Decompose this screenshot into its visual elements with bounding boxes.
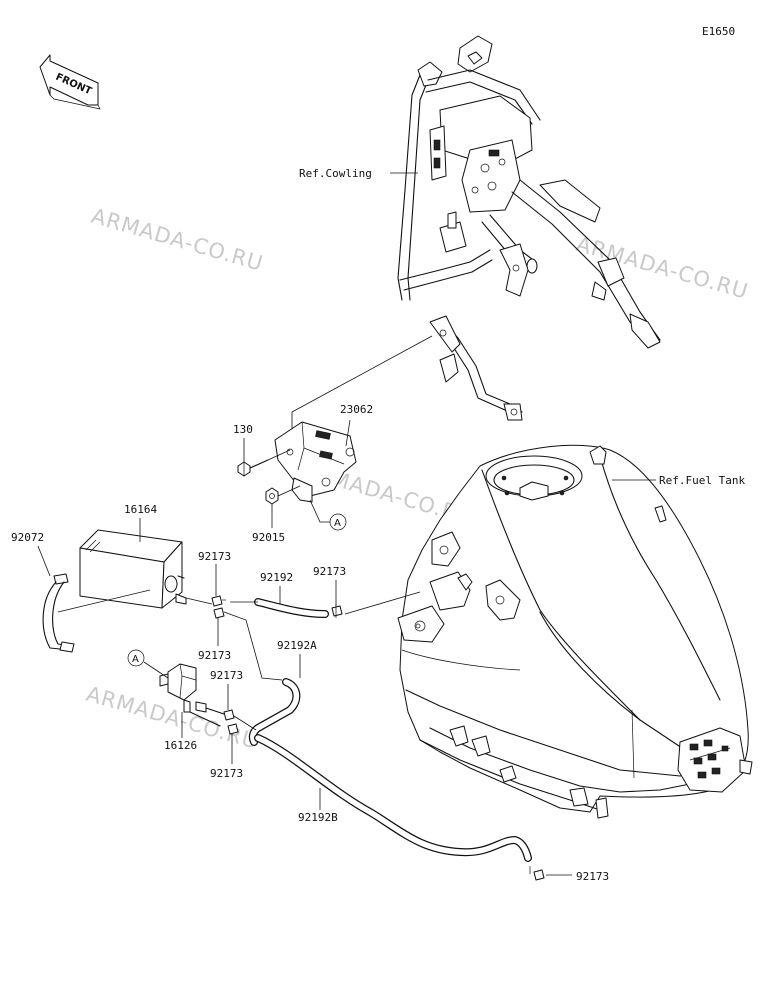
marker-a-lower: A: [127, 649, 169, 679]
marker-a-upper: A: [309, 499, 347, 531]
part-23062-label: 23062: [340, 403, 373, 416]
part-92173-b-label: 92173: [313, 565, 346, 578]
canister-strap: [42, 573, 75, 653]
clamp-92173-f: [529, 866, 545, 881]
clamp-92173-e: [227, 723, 239, 735]
marker-a-lower-label: A: [132, 654, 139, 665]
part-92192B-label: 92192B: [298, 811, 338, 824]
diagram-code: E1650: [702, 25, 735, 38]
hose-92192a: [248, 678, 301, 746]
part-92173-f-label: 92173: [576, 870, 609, 883]
part-92173-c-label: 92173: [198, 649, 231, 662]
part-92173-e-label: 92173: [210, 767, 243, 780]
front-arrow-icon: FRONT: [39, 54, 101, 110]
hose-92192b: [254, 734, 532, 862]
charcoal-canister: [79, 529, 187, 609]
nut-92015: [265, 487, 279, 505]
part-92015-label: 92015: [252, 531, 285, 544]
bolt-130: [237, 459, 269, 477]
hose-92192: [254, 598, 329, 618]
fuel-tank: [397, 444, 753, 819]
part-92173-d-label: 92173: [210, 669, 243, 682]
part-16164-label: 16164: [124, 503, 157, 516]
ref-cowling-label: Ref.Cowling: [299, 167, 372, 180]
clamp-92173-c: [213, 607, 225, 619]
part-92072-label: 92072: [11, 531, 44, 544]
watermark-1: ARMADA-CO.RU: [89, 204, 266, 276]
frame-to-bracket-leader: [291, 335, 433, 436]
part-16126-label: 16126: [164, 739, 197, 752]
cowling-stay-frame: [397, 35, 661, 421]
marker-a-upper-label: A: [334, 518, 341, 529]
clamp-92173-a: [211, 595, 226, 607]
ref-fuel-tank-label: Ref.Fuel Tank: [659, 474, 745, 487]
canister-bracket: [274, 421, 357, 503]
part-92192-label: 92192: [260, 571, 293, 584]
part-130-label: 130: [233, 423, 253, 436]
part-92173-a-label: 92173: [198, 550, 231, 563]
clamp-92173-b: [331, 604, 343, 618]
clamp-92173-d: [223, 709, 235, 721]
part-92192A-label: 92192A: [277, 639, 317, 652]
